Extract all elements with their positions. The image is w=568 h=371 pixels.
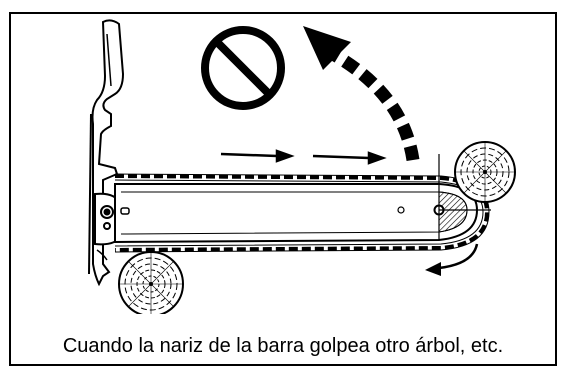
prohibition-icon: [201, 26, 285, 110]
log-slice-upper: [454, 141, 516, 203]
chainsaw-body: [88, 19, 125, 287]
curved-arrow-icon: [425, 243, 479, 276]
reference-lines: [438, 154, 491, 240]
right-arrow-icon: [220, 149, 387, 165]
figure-caption: Cuando la nariz de la barra golpea otro …: [62, 335, 504, 357]
guide-bar: [114, 183, 479, 244]
figure-frame: Cuando la nariz de la barra golpea otro …: [9, 12, 557, 366]
curved-dashed-arrow-icon: [303, 26, 420, 162]
log-slice-lower: [118, 251, 184, 314]
chainsaw-kickback-illustration: [88, 19, 516, 314]
